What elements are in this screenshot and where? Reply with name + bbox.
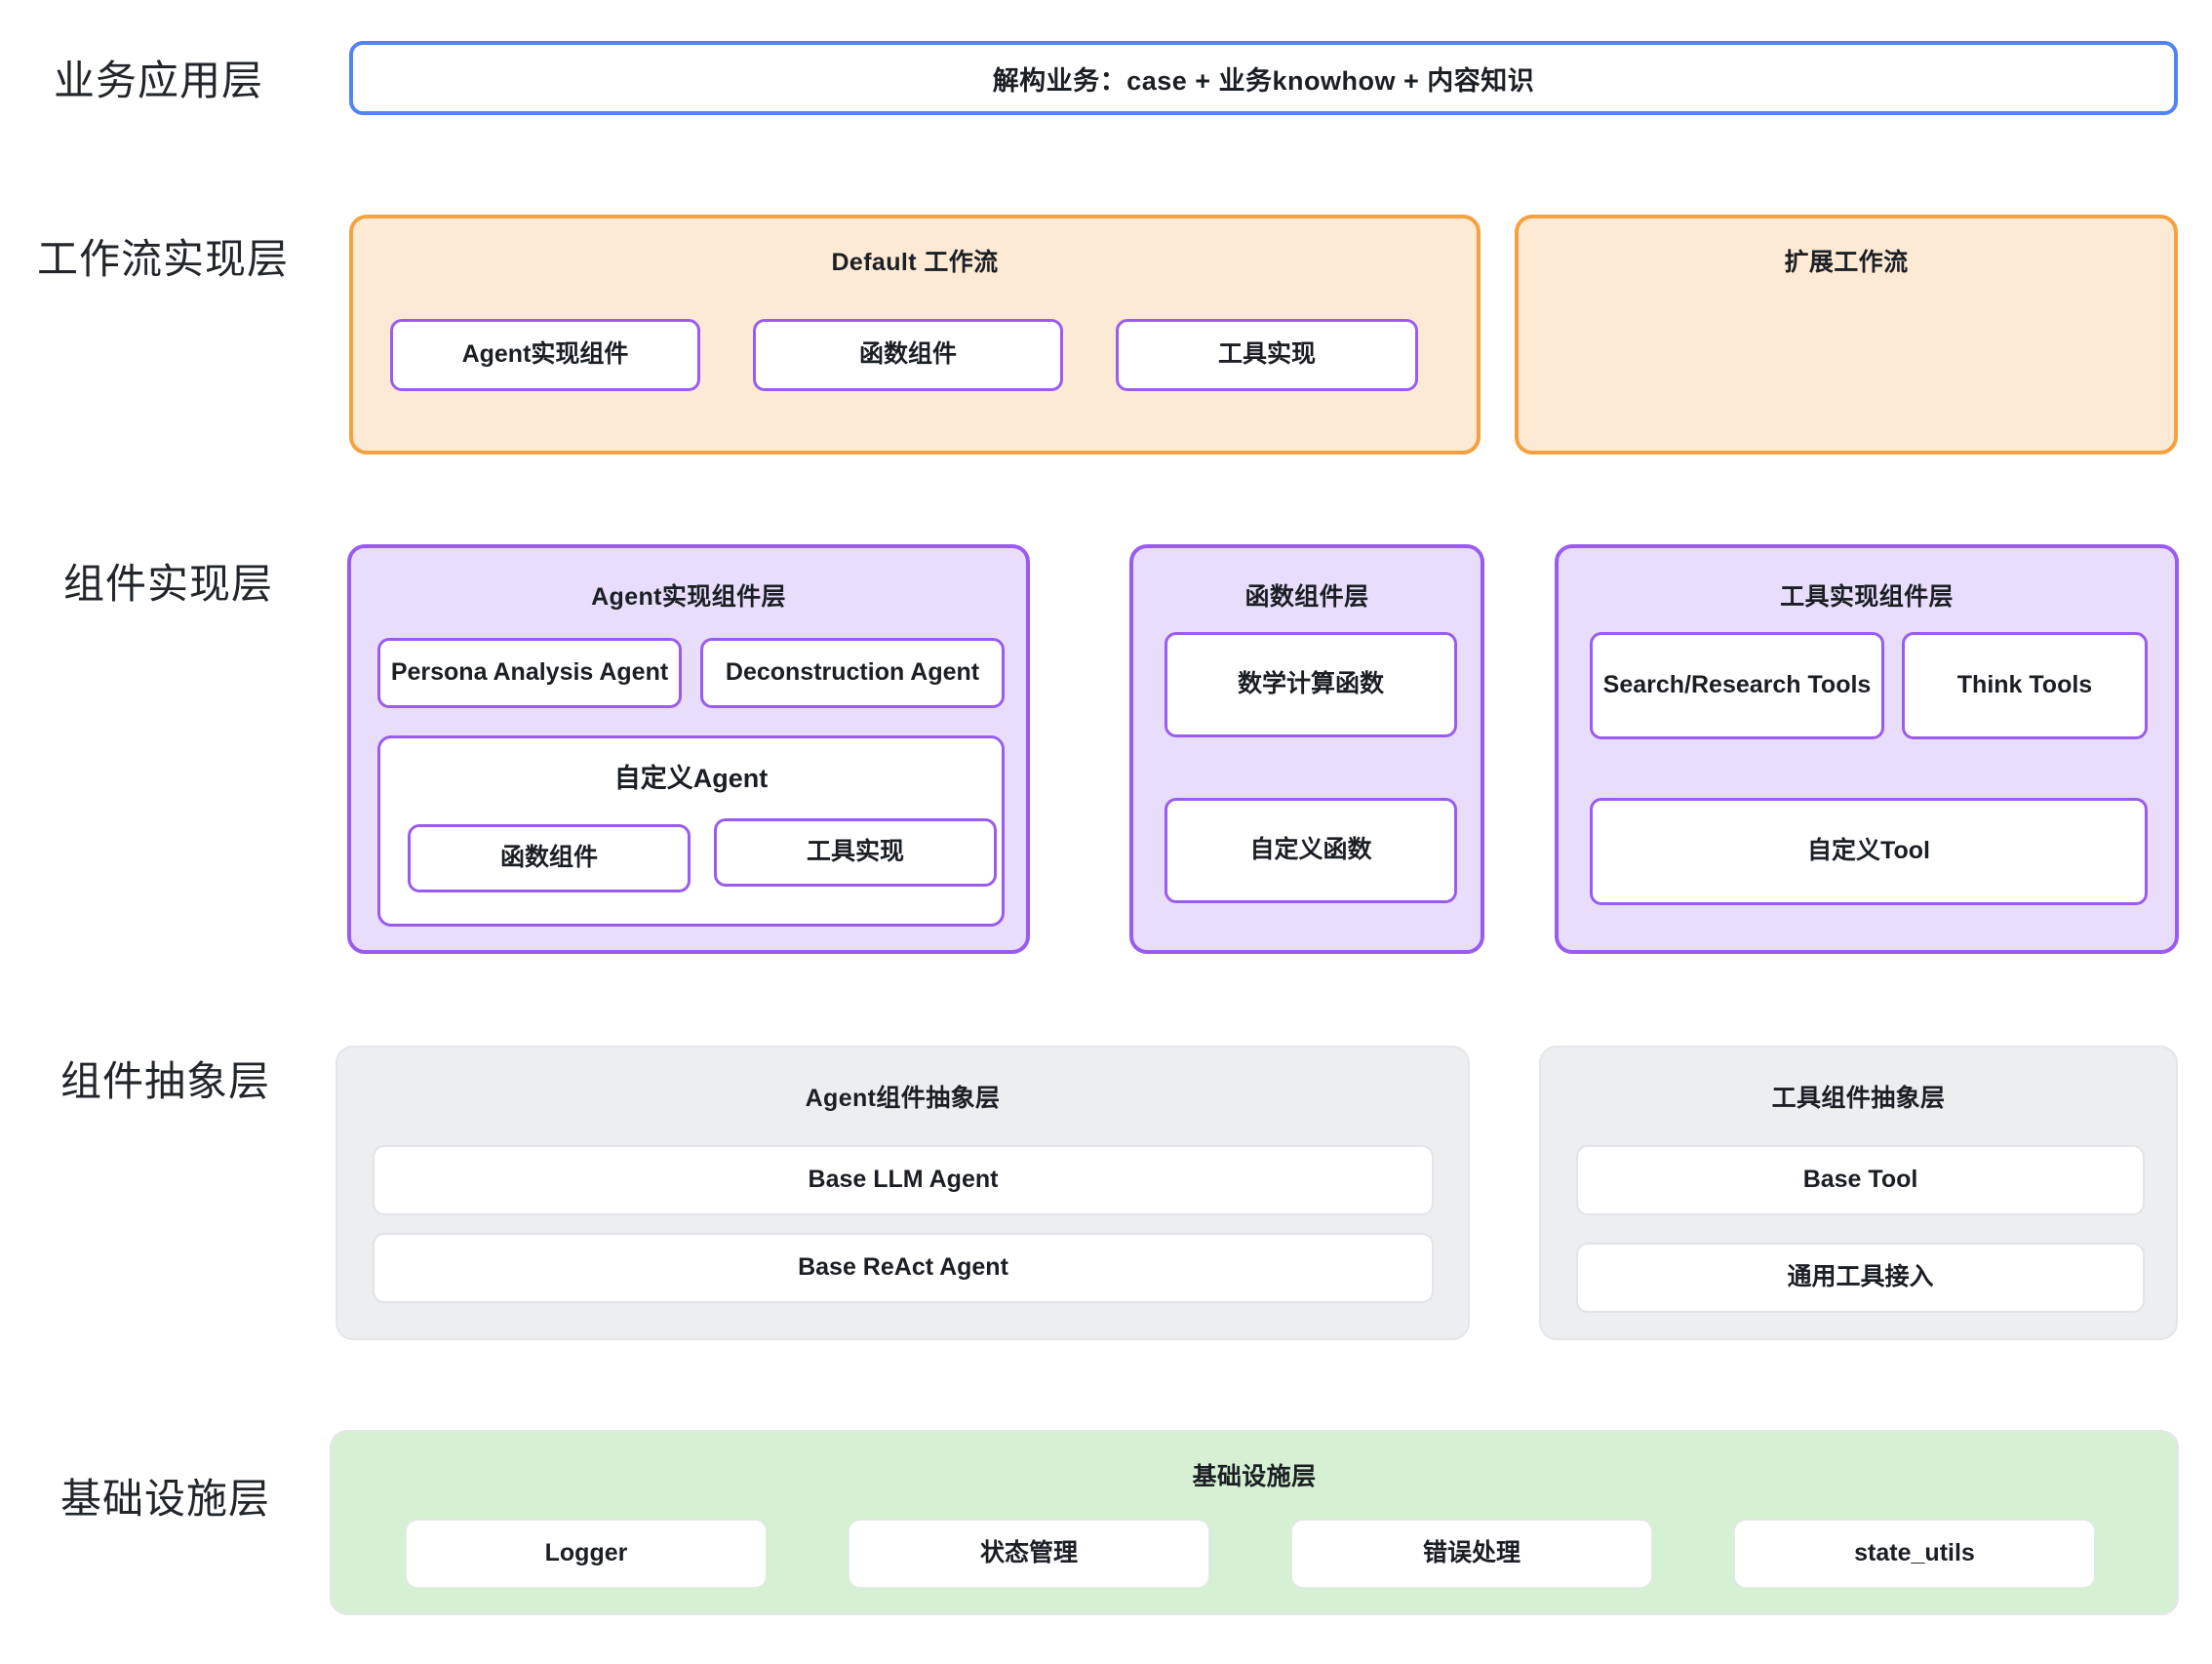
node-error-handling[interactable]: 错误处理 <box>1291 1520 1652 1588</box>
row-label-workflow-layer: 工作流实现层 <box>37 239 289 280</box>
node-deconstruction-agent[interactable]: Deconstruction Agent <box>700 638 1005 708</box>
workflow-node-agent-impl[interactable]: Agent实现组件 <box>390 319 700 391</box>
business-application-banner: 解构业务：case + 业务knowhow + 内容知识 <box>349 41 2178 115</box>
tool-abstract-group: 工具组件抽象层 Base Tool 通用工具接入 <box>1539 1046 2178 1340</box>
workflow-node-tool-impl[interactable]: 工具实现 <box>1116 319 1418 391</box>
default-workflow-title: Default 工作流 <box>353 251 1477 275</box>
extended-workflow-title: 扩展工作流 <box>1519 251 2174 275</box>
custom-agent-node-function[interactable]: 函数组件 <box>408 824 691 892</box>
agent-impl-group-title: Agent实现组件层 <box>351 585 1026 610</box>
business-banner-text: 解构业务：case + 业务knowhow + 内容知识 <box>993 59 1535 98</box>
custom-agent-well: 自定义Agent 函数组件 工具实现 <box>377 735 1005 927</box>
tool-impl-component-group: 工具实现组件层 Search/Research Tools Think Tool… <box>1555 544 2179 954</box>
infrastructure-title: 基础设施层 <box>332 1465 2177 1489</box>
node-state-utils[interactable]: state_utils <box>1734 1520 2095 1588</box>
row-label-infrastructure-layer: 基础设施层 <box>60 1479 270 1520</box>
node-think-tools[interactable]: Think Tools <box>1902 632 2148 739</box>
workflow-node-function[interactable]: 函数组件 <box>753 319 1063 391</box>
tool-abstract-title: 工具组件抽象层 <box>1541 1087 2176 1111</box>
function-group-title: 函数组件层 <box>1133 585 1481 610</box>
node-custom-function[interactable]: 自定义函数 <box>1165 798 1457 903</box>
extended-workflow-group: 扩展工作流 <box>1515 215 2178 455</box>
default-workflow-group: Default 工作流 Agent实现组件 函数组件 工具实现 <box>349 215 1481 455</box>
agent-abstract-title: Agent组件抽象层 <box>337 1087 1468 1111</box>
node-logger[interactable]: Logger <box>406 1520 767 1588</box>
row-label-business-layer: 业务应用层 <box>54 60 263 101</box>
node-math-function[interactable]: 数学计算函数 <box>1165 632 1457 737</box>
tool-impl-group-title: 工具实现组件层 <box>1559 585 2175 610</box>
node-base-tool[interactable]: Base Tool <box>1576 1145 2145 1215</box>
row-label-component-impl-layer: 组件实现层 <box>63 564 273 605</box>
infrastructure-group: 基础设施层 Logger 状态管理 错误处理 state_utils <box>330 1430 2179 1615</box>
node-base-react-agent[interactable]: Base ReAct Agent <box>373 1233 1434 1303</box>
node-state-management[interactable]: 状态管理 <box>849 1520 1209 1588</box>
agent-abstract-group: Agent组件抽象层 Base LLM Agent Base ReAct Age… <box>336 1046 1470 1340</box>
node-custom-tool[interactable]: 自定义Tool <box>1590 798 2148 905</box>
node-persona-analysis-agent[interactable]: Persona Analysis Agent <box>377 638 682 708</box>
node-general-tool-access[interactable]: 通用工具接入 <box>1576 1243 2145 1313</box>
node-search-research-tools[interactable]: Search/Research Tools <box>1590 632 1884 739</box>
row-label-component-abstract-layer: 组件抽象层 <box>60 1061 270 1102</box>
node-base-llm-agent[interactable]: Base LLM Agent <box>373 1145 1434 1215</box>
custom-agent-title: 自定义Agent <box>380 766 1002 792</box>
custom-agent-node-tool-impl[interactable]: 工具实现 <box>714 818 997 887</box>
agent-impl-component-group: Agent实现组件层 Persona Analysis Agent Decons… <box>347 544 1030 954</box>
function-component-group: 函数组件层 数学计算函数 自定义函数 <box>1129 544 1484 954</box>
